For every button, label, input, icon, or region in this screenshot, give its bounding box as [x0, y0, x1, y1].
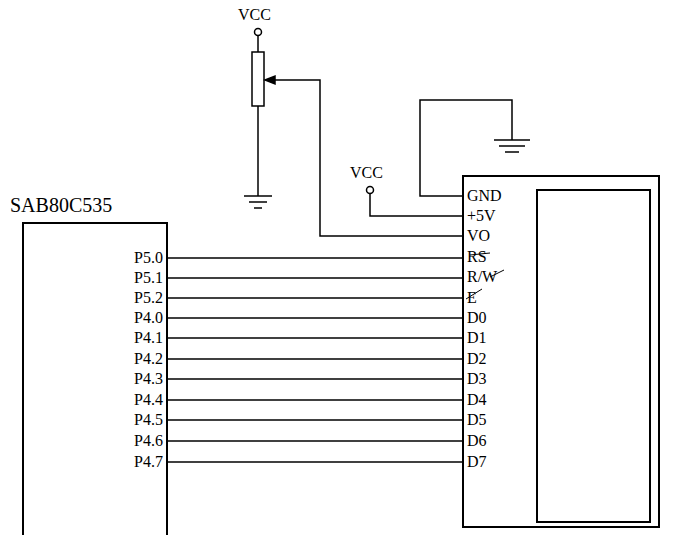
- pin-label: +5V: [467, 207, 496, 225]
- pin-label: P4.1: [134, 329, 163, 347]
- pin-label: D3: [467, 370, 487, 388]
- vcc-terminal: [367, 187, 374, 194]
- pin-label: P4.2: [134, 350, 163, 368]
- wire: [257, 36, 259, 52]
- wire: [370, 194, 462, 216]
- wiper-wire: [270, 80, 462, 236]
- pin-label: P5.0: [134, 249, 163, 267]
- pin-label: D4: [467, 391, 487, 409]
- supply-label: VCC: [238, 6, 271, 24]
- lcd-display-area: [537, 190, 650, 522]
- signal-wire: [168, 277, 462, 279]
- pin-label: P5.1: [134, 269, 163, 287]
- supply-label: VCC: [350, 164, 383, 182]
- signal-wire: [168, 297, 462, 299]
- signal-wire: [168, 257, 462, 259]
- pin-label: D7: [467, 453, 487, 471]
- ground-symbol: [244, 196, 272, 208]
- signal-wire: [168, 317, 462, 319]
- signal-wire: [168, 399, 462, 401]
- signal-wire: [168, 358, 462, 360]
- pin-label: D5: [467, 411, 487, 429]
- ground-symbol: [494, 140, 530, 152]
- signal-wire: [168, 419, 462, 421]
- pin-label: P4.5: [134, 411, 163, 429]
- pin-label: P5.2: [134, 289, 163, 307]
- pin-label: D0: [467, 309, 487, 327]
- chip-name: SAB80C535: [10, 194, 112, 216]
- wire: [257, 106, 259, 196]
- pin-label: D2: [467, 350, 487, 368]
- potentiometer-symbol: [252, 52, 264, 106]
- pin-label: R/W: [467, 268, 497, 286]
- pin-label: D6: [467, 432, 487, 450]
- signal-wire: [168, 461, 462, 463]
- ground-wire: [420, 100, 512, 196]
- pin-label: D1: [467, 329, 487, 347]
- signal-wire: [168, 337, 462, 339]
- signal-wire: [168, 440, 462, 442]
- pin-label: GND: [467, 187, 502, 205]
- pin-label: E: [467, 289, 477, 307]
- wiper-arrow: [265, 76, 275, 84]
- pin-label: P4.6: [134, 432, 163, 450]
- pin-label: RS: [467, 248, 487, 266]
- pin-label: P4.3: [134, 370, 163, 388]
- pin-label: P4.0: [134, 309, 163, 327]
- microcontroller-box: SAB80C535P5.0P5.1P5.2P4.0P4.1P4.2P4.3P4.…: [22, 222, 168, 535]
- pin-label: P4.7: [134, 453, 163, 471]
- vcc-terminal: [255, 29, 262, 36]
- pin-label: P4.4: [134, 391, 163, 409]
- pin-label: VO: [467, 227, 490, 245]
- lcd-module-box: GND +5V VO RS R/W E D0D1D2D3D4D5D6D7: [462, 175, 660, 528]
- signal-wire: [168, 378, 462, 380]
